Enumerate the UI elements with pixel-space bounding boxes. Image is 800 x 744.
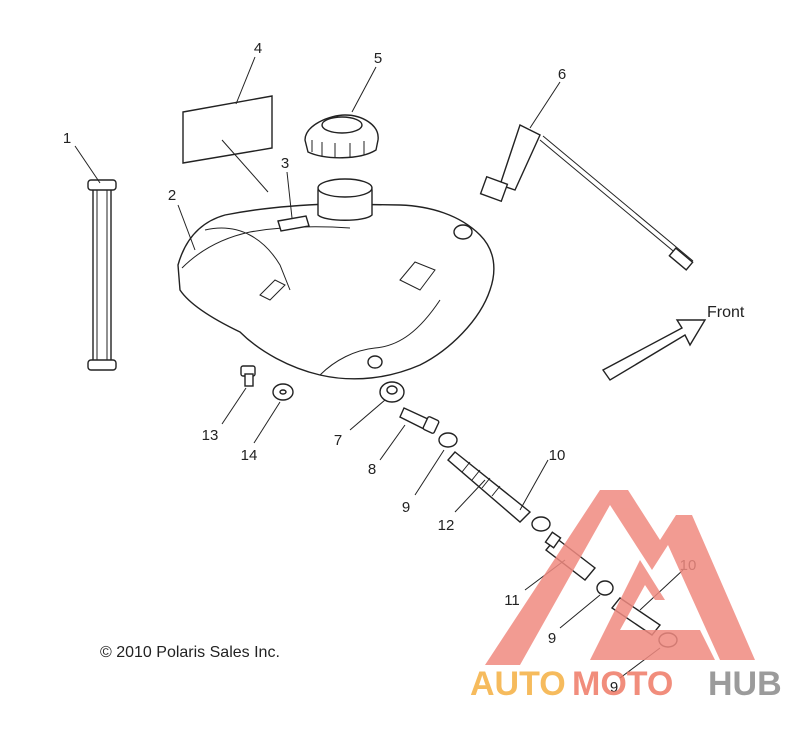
- bolt-part: [240, 365, 256, 387]
- watermark-auto: AUTO: [470, 665, 566, 703]
- callout-11: 11: [504, 592, 520, 609]
- callout-1: 1: [63, 130, 71, 147]
- callout-8: 8: [368, 461, 376, 478]
- callout-4: 4: [254, 40, 262, 57]
- front-arrow: [601, 319, 707, 381]
- watermark-hub: HUB: [708, 665, 782, 703]
- callout-7: 7: [334, 432, 342, 449]
- callout-12: 12: [438, 517, 455, 534]
- washer-part: [272, 383, 294, 401]
- fuel-fitting-part: [399, 407, 440, 434]
- grommet-part: [379, 381, 405, 403]
- callout-6: 6: [558, 66, 566, 83]
- callout-2: 2: [168, 187, 176, 204]
- tank-strap-part: [87, 179, 117, 371]
- fuel-tank-part: [177, 178, 495, 380]
- callout-13: 13: [202, 427, 219, 444]
- front-label: Front: [707, 304, 745, 321]
- callout-14: 14: [241, 447, 258, 464]
- fuel-cap-part: [304, 114, 379, 159]
- callout-9c: 9: [610, 679, 618, 696]
- watermark-triangle-outer: [485, 490, 755, 665]
- decal-part: [182, 95, 273, 164]
- watermark-logo: AUTO MOTO HUB: [470, 490, 782, 703]
- leader-lines: [74, 56, 684, 679]
- vent-line-part: [479, 124, 694, 271]
- callout-5: 5: [374, 50, 382, 67]
- callout-9a: 9: [402, 499, 410, 516]
- callout-10a: 10: [549, 447, 566, 464]
- watermark-moto: MOTO: [572, 665, 673, 703]
- copyright-notice: © 2010 Polaris Sales Inc.: [100, 644, 280, 661]
- watermark-triangle-inner: [590, 560, 715, 660]
- callout-3: 3: [281, 155, 289, 172]
- callout-9b: 9: [548, 630, 556, 647]
- fuel-hose-part: [447, 451, 532, 523]
